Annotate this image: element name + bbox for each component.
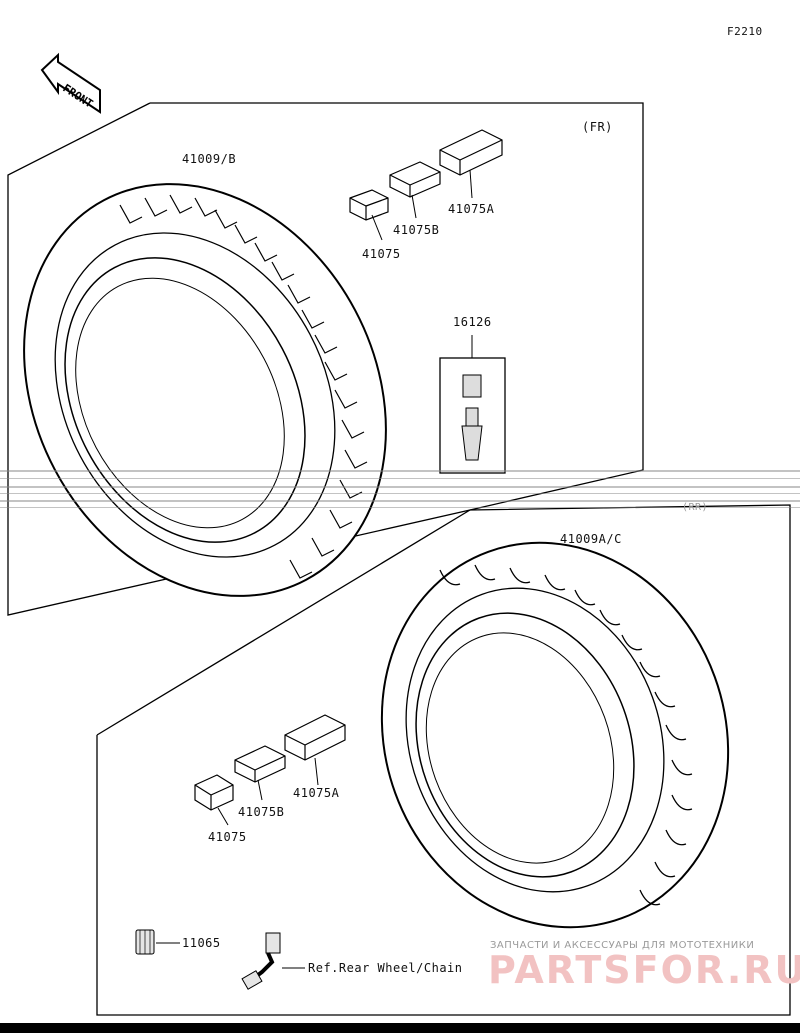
- front-weight-41075a-icon: [439, 129, 503, 176]
- bottom-bar: [0, 1023, 800, 1033]
- rear-weight-41075a-label: 41075A: [293, 786, 340, 800]
- rear-weight-41075b-icon: [234, 745, 286, 783]
- rear-group-tag: (RR): [682, 502, 709, 513]
- valve-ref-label: Ref.Rear Wheel/Chain: [308, 961, 463, 975]
- front-tire-label: 41009/B: [182, 152, 237, 166]
- front-tire: [23, 183, 387, 597]
- watermark-subtitle: ЗАПЧАСТИ И АКСЕССУАРЫ ДЛЯ МОТОТЕХНИКИ: [490, 940, 755, 951]
- valve-cap-11065-icon: [135, 929, 180, 955]
- front-weight-41075-icon: [349, 189, 389, 221]
- valve-cap-11065-label: 11065: [182, 936, 221, 950]
- rear-weight-41075-label: 41075: [208, 830, 247, 844]
- valve-16126-label: 16126: [453, 315, 492, 329]
- rear-group-frame: [96, 504, 791, 1016]
- rear-weight-41075-icon: [194, 774, 234, 811]
- front-arrow-icon: FRONT: [40, 52, 101, 114]
- valve-16126-icon: [439, 335, 506, 474]
- figure-code: F2210: [727, 25, 763, 38]
- scan-noise-band: [0, 470, 800, 508]
- front-weight-41075-label: 41075: [362, 247, 401, 261]
- rear-weight-41075b-label: 41075B: [238, 805, 285, 819]
- front-weight-41075b-label: 41075B: [393, 223, 440, 237]
- front-group-tag: (FR): [582, 120, 613, 134]
- watermark-logo: PARTSFOR.RU: [488, 948, 800, 992]
- rear-valve-icon: [241, 932, 305, 990]
- rear-weight-41075a-icon: [284, 714, 346, 761]
- front-weight-41075a-label: 41075A: [448, 202, 495, 216]
- rear-tire-label: 41009A/C: [560, 532, 622, 546]
- rear-tire: [380, 541, 730, 929]
- front-weight-41075b-icon: [389, 161, 441, 198]
